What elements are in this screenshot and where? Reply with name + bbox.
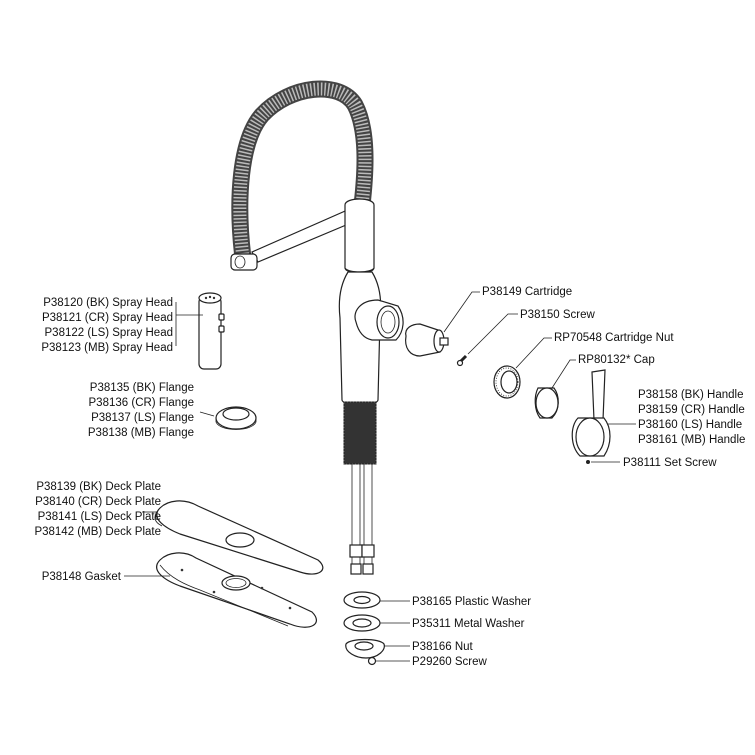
supply-fitting [361, 544, 375, 558]
label-spray-head-bk: P38120 (BK) Spray Head [43, 297, 173, 309]
label-handle-cr: P38159 (CR) Handle [638, 404, 745, 416]
spray-dock-face [234, 255, 246, 269]
gasket-dot [212, 590, 216, 594]
label-cap: RP80132* Cap [578, 354, 655, 366]
screw-260-head [367, 656, 377, 666]
nut [345, 638, 410, 659]
handle [571, 369, 636, 457]
label-screw-260: P29260 Screw [412, 656, 487, 668]
spray-nozzle-dot [212, 296, 216, 300]
gasket-dot [180, 568, 184, 572]
screw-260 [367, 656, 410, 666]
handle-base [575, 417, 605, 457]
plastic-washer [343, 591, 410, 609]
faucet-body [230, 80, 404, 575]
valve-port-opening [376, 305, 400, 339]
label-cartridge: P38149 Cartridge [482, 286, 572, 298]
label-handle-ls: P38160 (LS) Handle [638, 419, 742, 431]
spray-button [218, 313, 225, 321]
metal-washer [343, 614, 410, 632]
label-flange-mb: P38138 (MB) Flange [88, 427, 194, 439]
screw-150-head [456, 359, 464, 367]
label-flange-cr: P38136 (CR) Flange [89, 397, 194, 409]
flange-inner [222, 407, 250, 421]
label-spray-head-ls: P38122 (LS) Spray Head [45, 327, 174, 339]
label-flange-ls: P38137 (LS) Flange [91, 412, 194, 424]
label-handle-bk: P38158 (BK) Handle [638, 389, 743, 401]
label-handle-mb: P38161 (MB) Handle [638, 434, 745, 446]
gasket-edge [159, 564, 289, 627]
label-screw-150: P38150 Screw [520, 309, 595, 321]
label-cartridge-nut: RP70548 Cartridge Nut [554, 332, 674, 344]
gasket [124, 552, 318, 628]
handle-lever [591, 369, 606, 421]
knurled-shank [343, 401, 377, 465]
label-set-screw: P38111 Set Screw [623, 457, 717, 469]
supply-fitting [349, 544, 363, 558]
cartridge-stem [439, 337, 449, 346]
label-deck-plate-cr: P38140 (CR) Deck Plate [35, 496, 161, 508]
supply-end [350, 563, 362, 575]
spray-nozzle-dot [204, 296, 208, 300]
spray-dock [230, 253, 258, 271]
label-nut: P38166 Nut [412, 641, 474, 653]
knurl-texture [343, 401, 377, 465]
screw-150-leader [467, 313, 518, 355]
label-spray-head-cr: P38121 (CR) Spray Head [42, 312, 173, 324]
valve-port-inner [380, 310, 396, 334]
gasket-dot [260, 586, 264, 590]
flange [199, 406, 257, 430]
upper-column [344, 198, 375, 274]
cartridge [405, 291, 480, 357]
metal-washer-hole [352, 618, 372, 628]
spout-arm [251, 207, 359, 263]
nut-hole [354, 641, 374, 651]
cartridge-leader [443, 291, 480, 333]
label-flange-bk: P38135 (BK) Flange [90, 382, 194, 394]
cap [534, 359, 576, 419]
deck-plate [142, 500, 324, 575]
cartridge-nut-leader [515, 337, 552, 369]
flange-leader [199, 411, 215, 417]
spray-head [175, 292, 225, 370]
label-spray-head-mb: P38123 (MB) Spray Head [41, 342, 173, 354]
gasket-dot [288, 606, 292, 610]
spring-hose [231, 80, 374, 267]
label-deck-plate-mb: P38142 (MB) Deck Plate [34, 526, 161, 538]
set-screw [586, 460, 620, 464]
cartridge-nut-thread [495, 367, 519, 397]
plastic-washer-hole [353, 595, 371, 605]
flange-edge [215, 418, 257, 430]
spray-button [218, 325, 225, 333]
cap-leader [551, 359, 576, 389]
label-deck-plate-ls: P38141 (LS) Deck Plate [38, 511, 161, 523]
cartridge-nut-hole [500, 370, 518, 394]
label-gasket: P38148 Gasket [42, 571, 122, 583]
set-screw-dot [586, 460, 590, 464]
label-deck-plate-bk: P38139 (BK) Deck Plate [36, 481, 161, 493]
cartridge-nut [493, 337, 552, 399]
screw-150 [456, 313, 518, 367]
supply-end [362, 563, 374, 575]
cap-rim [535, 387, 559, 419]
label-plastic-washer: P38165 Plastic Washer [412, 596, 531, 608]
labels: P38120 (BK) Spray Head P38121 (CR) Spray… [34, 286, 745, 668]
deck-plate-hole [225, 532, 255, 548]
spray-nozzle-dot [208, 295, 212, 299]
spray-head-body [198, 296, 222, 370]
label-metal-washer: P35311 Metal Washer [412, 618, 525, 630]
gasket-hole-ring [225, 578, 247, 588]
deck-plate-edge [154, 507, 163, 527]
